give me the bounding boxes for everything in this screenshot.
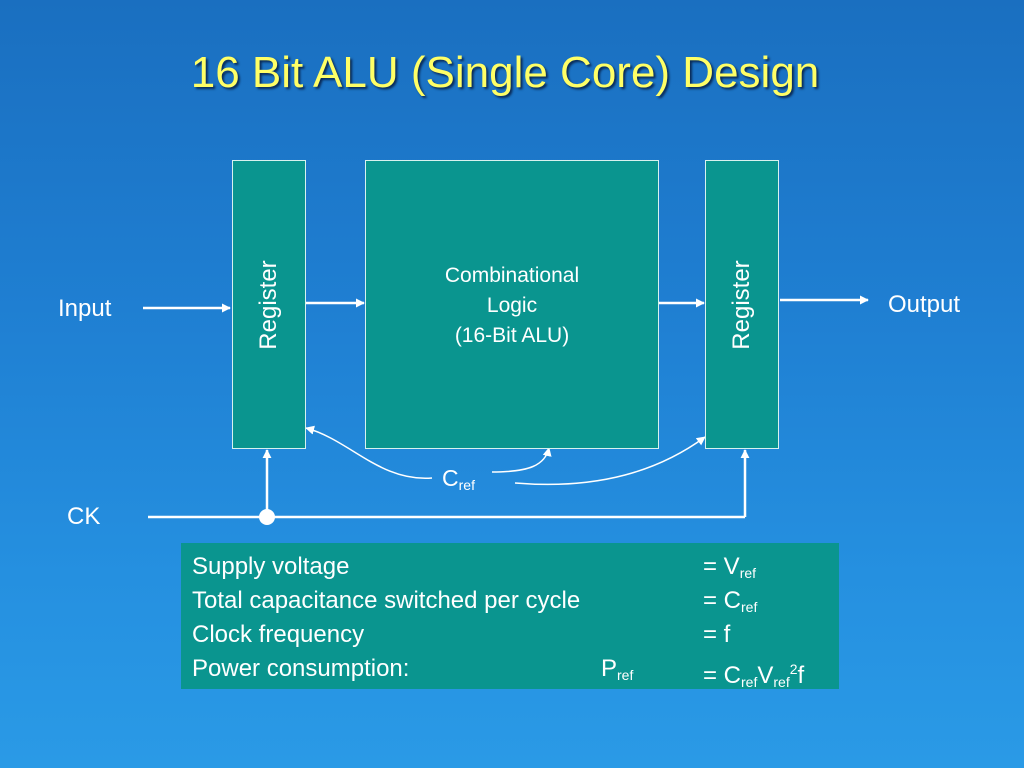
cref-curve-right [514,436,706,486]
slide-title: 16 Bit ALU (Single Core) Design [190,48,820,97]
combinational-logic-box: Combinational Logic (16-Bit ALU) [365,160,659,449]
register-left-box: Register [232,160,306,449]
input-label: Input [58,295,112,322]
cref-main: C [442,465,459,491]
logic-line-3: (16-Bit ALU) [454,324,570,347]
register-left-label: Register [255,259,282,350]
register-right-label: Register [728,259,755,350]
power-formula: = CrefVref2f [703,661,805,690]
cref-label: Cref [442,465,475,493]
capacitance-label: Total capacitance switched per cycle [192,587,581,614]
clock-junction-dot [259,509,275,525]
register-right-box: Register [705,160,779,449]
supply-voltage-label: Supply voltage [192,553,350,580]
output-label: Output [888,291,961,318]
clock-frequency-value: = f [703,621,731,648]
logic-line-1: Combinational [444,264,580,287]
cref-curve-left [305,425,433,479]
clock-frequency-label: Clock frequency [192,621,365,648]
power-symbol: Pref [601,655,634,683]
clock-label: CK [67,503,101,530]
parameters-box: Supply voltage = Vref Total capacitance … [181,543,839,690]
power-consumption-label: Power consumption: [192,655,410,682]
cref-sub: ref [458,477,475,493]
cref-curve-center [491,447,552,473]
supply-voltage-value: = Vref [703,553,757,581]
logic-line-2: Logic [486,294,538,317]
capacitance-value: = Cref [703,587,758,615]
